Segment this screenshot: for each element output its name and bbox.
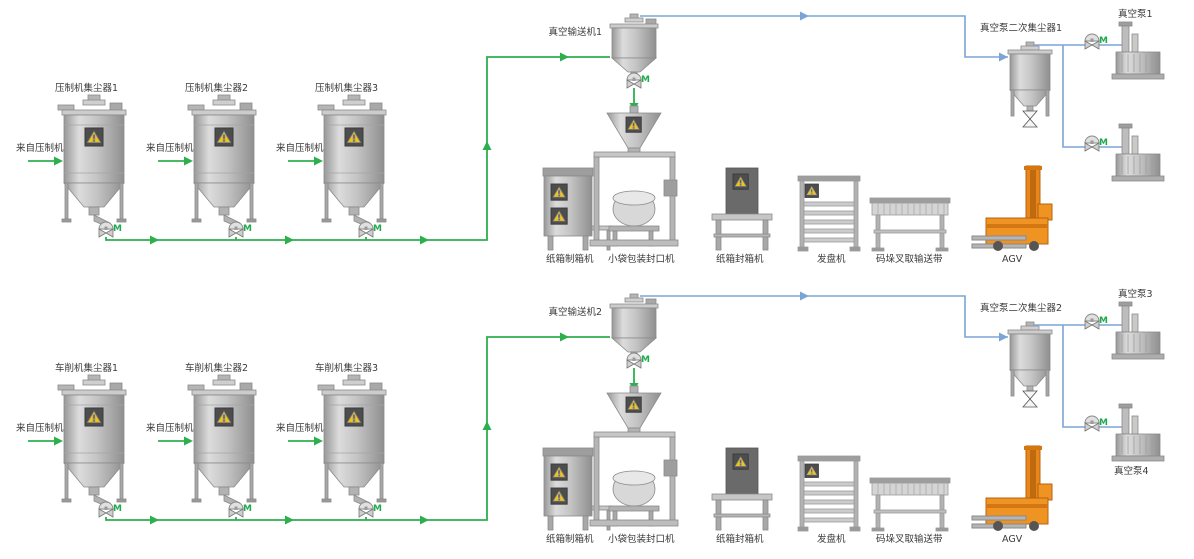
equipment-label: 发盘机 [817, 533, 846, 545]
dust-collector-label: 车削机集尘器1 [55, 362, 118, 374]
dust-collector-label: 压制机集尘器1 [55, 82, 118, 94]
source-label: 来自压制机 [146, 422, 194, 434]
motor-label: M [113, 504, 122, 514]
motor-label: M [373, 504, 382, 514]
source-label: 来自压制机 [276, 142, 324, 154]
motor-label: M [1099, 316, 1108, 326]
vacuum-pump-label: 真空泵4 [1114, 465, 1149, 477]
equipment-label: 小袋包装封口机 [608, 533, 675, 545]
motor-label: M [641, 75, 650, 85]
motor-label: M [1099, 418, 1108, 428]
equipment-label: AGV [1002, 534, 1023, 545]
vacuum-conveyor-label: 真空输送机2 [548, 306, 602, 318]
equipment-label: 小袋包装封口机 [608, 253, 675, 265]
motor-label: M [1099, 36, 1108, 46]
source-label: 来自压制机 [146, 142, 194, 154]
material-line [105, 56, 610, 241]
motor-label: M [113, 224, 122, 234]
motor-label: M [1099, 138, 1108, 148]
equipment-label: 发盘机 [817, 253, 846, 265]
secondary-collector-label: 真空泵二次集尘器1 [980, 22, 1062, 34]
source-label: 来自压制机 [276, 422, 324, 434]
vacuum-line [1062, 325, 1124, 428]
motor-label: M [243, 504, 252, 514]
equipment-label: 码垛叉取输送带 [876, 533, 943, 545]
press-line-section: 压制机集尘器1 压制机集尘器2 压制机集尘器3 来自压制机 来自压制机 来自压制… [16, 8, 1165, 265]
motor-label: M [373, 224, 382, 234]
secondary-collector-label: 真空泵二次集尘器2 [980, 302, 1062, 314]
dust-collector-label: 压制机集尘器2 [185, 82, 248, 94]
source-label: 来自压制机 [16, 422, 64, 434]
vacuum-pump-label: 真空泵3 [1118, 288, 1153, 300]
equipment-label: AGV [1002, 254, 1023, 265]
equipment-label: 码垛叉取输送带 [876, 253, 943, 265]
material-line [105, 336, 610, 521]
equipment-label: 纸箱封箱机 [716, 533, 764, 545]
vacuum-conveyor-label: 真空输送机1 [548, 26, 602, 38]
vacuum-line [1062, 45, 1124, 148]
motor-label: M [641, 355, 650, 365]
dust-collector-label: 压制机集尘器3 [315, 82, 378, 94]
source-label: 来自压制机 [16, 142, 64, 154]
equipment-label: 纸箱制箱机 [546, 533, 594, 545]
equipment-label: 纸箱制箱机 [546, 253, 594, 265]
dust-collector-label: 车削机集尘器3 [315, 362, 378, 374]
vacuum-pump-label: 真空泵1 [1118, 8, 1153, 20]
dust-collector-label: 车削机集尘器2 [185, 362, 248, 374]
motor-label: M [243, 224, 252, 234]
equipment-label: 纸箱封箱机 [716, 253, 764, 265]
lathe-line-section: 车削机集尘器1 车削机集尘器2 车削机集尘器3 来自压制机 来自压制机 来自压制… [16, 288, 1165, 545]
